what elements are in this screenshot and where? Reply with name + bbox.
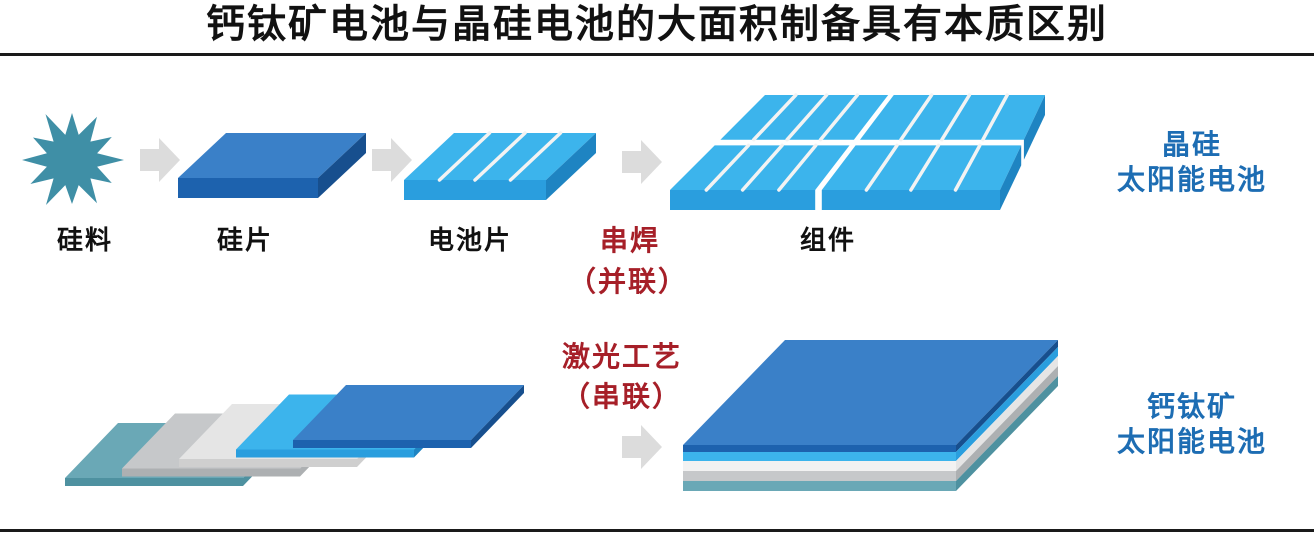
side-layer-blue: [956, 340, 1058, 452]
category-label-line2: 太阳能电池: [1116, 163, 1268, 196]
front-layer-white: [683, 461, 956, 471]
front-layer-gray: [683, 471, 956, 481]
side-layer-light-blue: [956, 347, 1058, 461]
solar-cell-slab: [404, 131, 596, 200]
right-arrow-icon: [140, 138, 180, 182]
perovskite-module-slab: [683, 340, 1058, 491]
right-arrow-icon: [622, 140, 662, 184]
busbar-line: [785, 93, 829, 142]
process-note-parallel: （并联）: [567, 265, 689, 298]
busbar-line: [740, 143, 784, 192]
side-layer-white: [956, 356, 1058, 471]
wafer-top-face: [178, 133, 366, 178]
perovskite-top-face: [683, 340, 1058, 445]
busbar-line: [909, 143, 941, 192]
process-label-stringing: 串焊: [599, 224, 661, 257]
side-layer-gray: [956, 366, 1058, 481]
layer-side-face: [471, 385, 524, 448]
wafer-front-face: [178, 178, 318, 198]
busbar-line: [899, 93, 934, 142]
module-panel-front-face: [670, 190, 816, 210]
right-arrow-icon: [622, 425, 662, 469]
category-label-line1: 晶硅: [1161, 128, 1223, 161]
busbar-line: [864, 143, 899, 192]
busbar-line: [777, 143, 818, 192]
perovskite-layer-stack: [65, 385, 524, 486]
busbar-line: [473, 131, 527, 182]
right-arrow-icon: [372, 138, 412, 182]
step-label-wafer: 硅片: [216, 226, 274, 256]
module-panel: [860, 95, 1045, 140]
module-panel-front-face: [821, 190, 1000, 210]
layer-front-face: [293, 440, 471, 448]
step-label-module: 组件: [799, 226, 857, 256]
busbar-line: [508, 131, 563, 182]
step-label-raw-material: 硅料: [56, 226, 114, 256]
front-layer-blue: [683, 445, 956, 452]
layer-front-face: [236, 449, 414, 458]
category-label-line1: 钙钛矿: [1146, 390, 1238, 423]
cell-side-face: [546, 133, 596, 200]
layer-top-face: [293, 385, 524, 440]
busbar-line: [981, 93, 1009, 142]
wafer-side-face: [318, 133, 366, 198]
silicon-raw-material-starburst-icon: [22, 113, 124, 205]
module-panel: [821, 145, 1022, 190]
step-label-cell: 电池片: [427, 226, 513, 256]
category-label-line2: 太阳能电池: [1116, 425, 1268, 458]
process-note-series: （串联）: [561, 380, 683, 413]
side-layer-teal: [956, 376, 1058, 491]
layer-front-face: [122, 468, 300, 477]
page-title: 钙钛矿电池与晶硅电池的大面积制备具有本质区别: [205, 1, 1109, 48]
front-layer-light-blue: [683, 452, 956, 461]
module-panel-side-face: [1000, 145, 1022, 210]
module-panel: [720, 95, 889, 140]
busbar-line: [751, 93, 798, 142]
busbar-line: [704, 143, 751, 192]
bottom-divider: [0, 529, 1314, 532]
busbar-line: [818, 93, 860, 142]
busbar-line: [953, 143, 982, 192]
title-divider: [0, 53, 1314, 56]
busbar-line: [437, 131, 492, 182]
process-label-laser: 激光工艺: [561, 340, 683, 373]
cell-front-face: [404, 180, 546, 200]
front-layer-teal: [683, 481, 956, 491]
module-panel-side-face: [1023, 95, 1045, 160]
silicon-wafer-slab: [178, 133, 366, 198]
busbar-line: [940, 93, 972, 142]
layer-front-face: [65, 478, 243, 486]
silicon-module-grid: [670, 93, 1045, 210]
module-panel: [670, 145, 850, 190]
layer-blue: [293, 385, 524, 448]
layer-front-face: [179, 459, 357, 467]
